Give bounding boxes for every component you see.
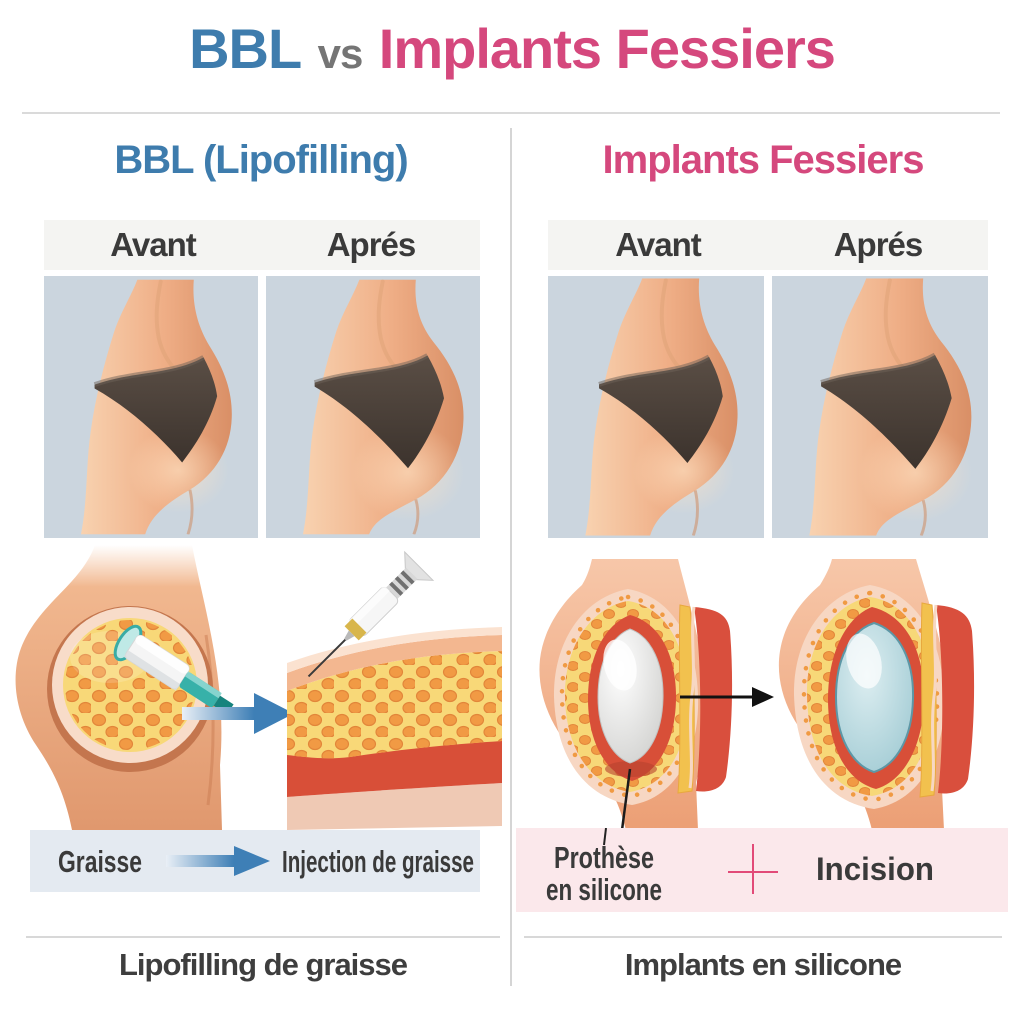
cannula-icon	[113, 624, 234, 715]
top-divider	[22, 112, 1000, 114]
buttocks-after-illustration	[266, 276, 480, 538]
right-before-label: Avant	[615, 226, 701, 263]
right-caption: Implants en silicone	[524, 936, 1002, 983]
pointer-line-icon	[620, 768, 632, 830]
bbl-before-photo	[44, 276, 258, 538]
muscle-panel-edge	[930, 604, 938, 792]
skin-surface	[287, 635, 502, 691]
muscle-panel-edge	[688, 606, 696, 789]
implant-placement-cross-section	[539, 559, 733, 830]
implant-before-photo	[548, 276, 764, 538]
implant-highlight	[603, 639, 637, 691]
title-vs: vs	[317, 30, 364, 77]
right-before-after-banner: Avant Aprés	[548, 220, 988, 270]
top-fade	[10, 545, 240, 587]
transfer-arrow-icon	[182, 693, 294, 734]
transfer-arrow-icon	[680, 687, 774, 707]
pointer-line-icon	[603, 828, 607, 846]
left-before-label: Avant	[110, 226, 196, 263]
column-divider	[510, 128, 512, 986]
right-after-label: Aprés	[833, 226, 924, 263]
implant-highlight	[846, 633, 882, 689]
injection-label: Injection de graisse	[282, 844, 474, 879]
muscle-panel	[936, 605, 975, 794]
page-title: BBL vs Implants Fessiers	[0, 16, 1024, 81]
syringe-icon	[307, 550, 435, 678]
left-column-header: BBL (Lipofilling)	[114, 138, 408, 182]
implant-shadow	[605, 761, 657, 777]
rim-dots	[559, 594, 694, 799]
plus-icon	[728, 844, 778, 894]
fat-layer-cells	[287, 651, 502, 759]
bbl-after-photo	[266, 276, 480, 538]
deep-tissue-layer	[287, 783, 502, 830]
muscle-panel	[694, 607, 733, 792]
annotation-band-bg	[516, 828, 1008, 912]
left-after-label: Aprés	[326, 226, 417, 263]
left-photo-pair	[44, 276, 480, 538]
implant-result-cross-section	[778, 559, 975, 830]
right-column-header: Implants Fessiers	[602, 138, 925, 182]
prosthesis-label-line1: Prothèse	[554, 840, 654, 875]
title-implants: Implants Fessiers	[378, 17, 836, 80]
right-photo-pair	[548, 276, 988, 538]
left-before-after-banner: Avant Aprés	[44, 220, 480, 270]
skin-highlight	[287, 627, 502, 673]
title-bbl: BBL	[189, 17, 302, 80]
left-caption: Lipofilling de graisse	[26, 936, 500, 983]
fat-label: Graisse	[58, 844, 142, 879]
implant-after-photo	[772, 276, 988, 538]
implant-annotation-band: Prothèse en silicone Incision	[516, 828, 1008, 912]
prosthesis-label-line2: en silicone	[546, 872, 662, 907]
implant-diagram	[539, 559, 975, 830]
skin-layer-cross-section	[287, 627, 502, 830]
buttocks-before-illustration	[548, 276, 764, 538]
flow-arrow-icon	[166, 846, 270, 876]
incision-label: Incision	[816, 851, 934, 887]
buttocks-before-illustration	[44, 276, 258, 538]
lipofilling-diagram	[10, 545, 502, 830]
lipofilling-flow-band: Graisse Injection de graisse	[30, 830, 480, 892]
buttocks-after-illustration	[772, 276, 988, 538]
